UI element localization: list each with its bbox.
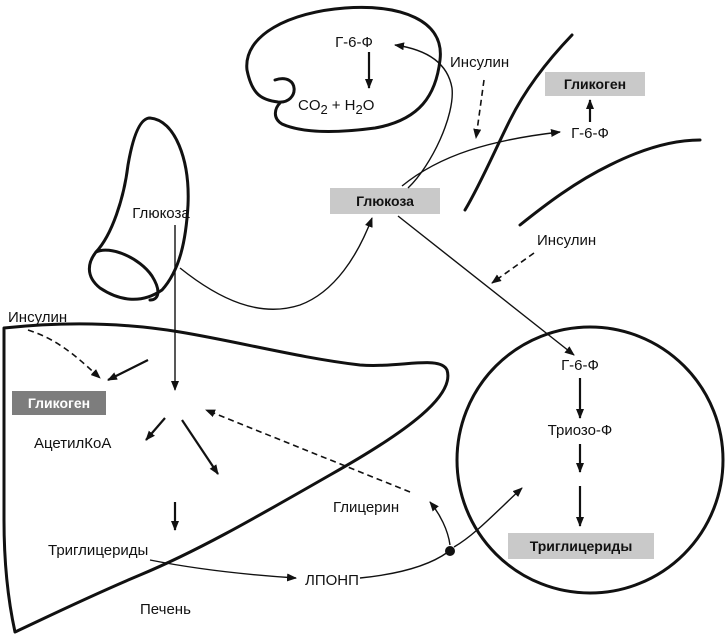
liver-label: Печень (140, 601, 191, 618)
triglycerides-adipose-label: Триглицериды (530, 538, 633, 554)
tissue-line-left (463, 33, 574, 212)
glycogen-liver-box (12, 391, 106, 415)
arrow-dot-to-adipose (453, 487, 523, 548)
arrow-dot-to-glycerol (429, 501, 451, 546)
arrow-triglycerides-to-vldl (149, 559, 297, 582)
muscle-g6p-label: Г-6-Ф (335, 34, 373, 51)
arrow-intestine-to-glucose (179, 217, 373, 310)
intestine-outline (87, 116, 190, 301)
arrow-liver-to-glycogen (107, 359, 149, 381)
adipose-g6p-label: Г-6-Ф (561, 357, 599, 374)
insulin-top-label: Инсулин (450, 54, 509, 71)
arrow-insulin-middle-dashed (491, 252, 535, 284)
adipose-cell-outline (455, 325, 725, 595)
insulin-middle-label: Инсулин (537, 232, 596, 249)
arrow-liver-to-acetylcoa (145, 417, 166, 441)
intestine-opening (94, 248, 160, 302)
liver-outline (2, 322, 450, 634)
muscle-cell-outline (245, 5, 442, 133)
triglycerides-adipose-box (508, 533, 654, 559)
triglycerides-liver-label: Триглицериды (48, 542, 148, 559)
acetylcoa-label: АцетилКоА (34, 435, 111, 452)
glycogen-liver-label: Гликоген (28, 395, 90, 411)
glucose-center-box (330, 188, 440, 214)
triose-label: Триозо-Ф (548, 422, 613, 439)
arrow-glucose-to-right-g6p (401, 129, 561, 187)
glycogen-right-box (545, 72, 645, 96)
path-vldl-to-dot (359, 551, 449, 579)
arrow-insulin-left-dashed (27, 329, 101, 379)
arrow-glucose-to-muscle (394, 42, 453, 189)
arrow-liver-down-right (181, 419, 219, 475)
insulin-left-label: Инсулин (8, 309, 67, 326)
right-g6p-label: Г-6-Ф (571, 125, 609, 142)
arrow-glucose-to-adipose (397, 215, 575, 356)
glucose-center-label: Глюкоза (356, 193, 414, 209)
glycerol-label: Глицерин (333, 499, 399, 516)
vldl-label: ЛПОНП (305, 572, 359, 589)
glucose-intestine-label: Глюкоза (132, 205, 190, 222)
tissue-line-right (518, 138, 702, 227)
junction-dot (445, 546, 455, 556)
glycogen-right-label: Гликоген (564, 76, 626, 92)
arrow-insulin-top-dashed (473, 79, 485, 139)
arrow-glycerol-dashed-to-liver (205, 409, 411, 493)
co2-h2o-label: CO2+ H2O (298, 97, 374, 117)
